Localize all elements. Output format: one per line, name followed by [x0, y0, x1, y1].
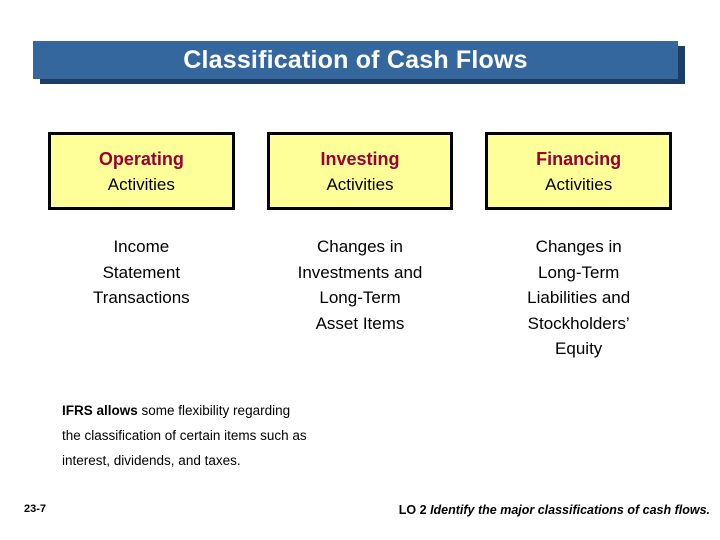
body-column-financing: Changes in Long-Term Liabilities and Sto…: [485, 234, 672, 362]
body-line: Equity: [555, 339, 603, 358]
ifrs-note: IFRS allows some flexibility regarding t…: [62, 398, 492, 473]
header-box-row: Operating Activities Investing Activitie…: [48, 132, 673, 210]
body-line: Asset Items: [315, 313, 405, 333]
body-line: Statement: [102, 262, 181, 282]
title-bar: Classification of Cash Flows: [33, 41, 678, 79]
header-box-operating-subtitle: Activities: [107, 175, 175, 194]
ifrs-note-line-2: the classification of certain items such…: [62, 428, 307, 443]
body-line: Investments and: [297, 262, 423, 282]
header-box-financing-title: Financing: [536, 149, 622, 169]
body-line: Changes in: [535, 237, 622, 256]
body-line: Long-Term: [319, 288, 401, 307]
body-line: Income: [113, 237, 170, 256]
ifrs-note-line-1: IFRS allows some flexibility regarding: [62, 398, 492, 423]
header-box-investing-subtitle: Activities: [326, 175, 394, 194]
learning-objective-footer: LO 2 Identify the major classifications …: [399, 503, 710, 517]
page-title: Classification of Cash Flows: [183, 45, 528, 74]
body-column-operating: Income Statement Transactions: [48, 234, 235, 362]
body-line: Liabilities and: [527, 288, 631, 307]
slide-number: 23-7: [24, 503, 47, 515]
body-column-row: Income Statement Transactions Changes in…: [48, 234, 672, 362]
ifrs-note-bold: IFRS allows: [62, 403, 138, 418]
header-box-operating: Operating Activities: [48, 132, 235, 210]
ifrs-note-rest: some flexibility regarding: [137, 403, 291, 418]
body-column-investing: Changes in Investments and Long-Term Ass…: [267, 234, 454, 362]
header-box-investing: Investing Activities: [266, 132, 454, 210]
header-box-operating-title: Operating: [98, 149, 184, 169]
header-box-financing: Financing Activities: [485, 132, 673, 210]
body-line: Long-Term: [538, 262, 620, 282]
header-box-financing-subtitle: Activities: [545, 175, 613, 194]
ifrs-note-line-3: interest, dividends, and taxes.: [62, 453, 241, 468]
learning-objective-text: Identify the major classifications of ca…: [430, 503, 710, 517]
body-line: Stockholders’: [527, 313, 630, 333]
body-line: Transactions: [92, 288, 190, 307]
body-line: Changes in: [317, 237, 404, 256]
header-box-investing-title: Investing: [320, 149, 400, 169]
learning-objective-label: LO 2: [398, 503, 427, 517]
